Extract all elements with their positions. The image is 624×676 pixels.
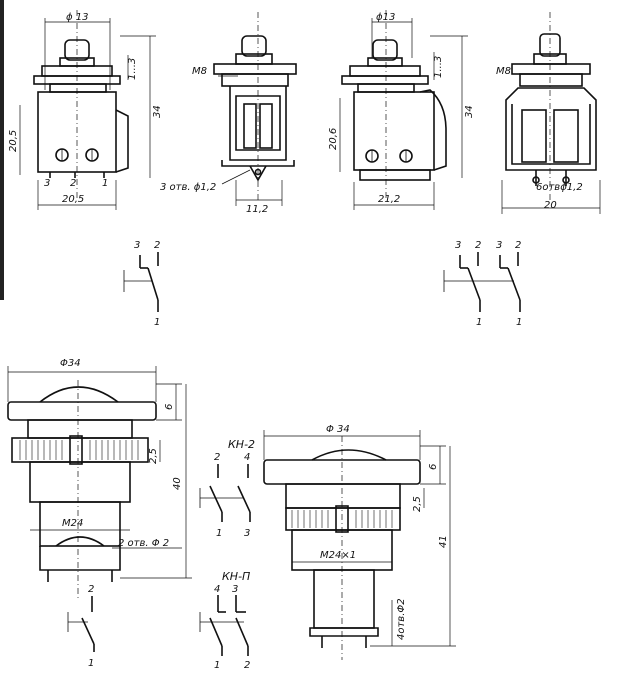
knp-title: КН-П xyxy=(222,570,250,583)
schema-a: 3 2 1 xyxy=(123,240,160,328)
switch-b-diameter: ϕ13 xyxy=(376,12,395,23)
button-big-ring-height: 2,5 xyxy=(148,448,159,464)
schema-b-terminal-3a: 3 xyxy=(455,240,461,251)
kn2-terminal-1: 1 xyxy=(216,528,222,539)
button-big-holes: 2 отв. Φ 2 xyxy=(118,538,169,549)
button-small-holes: 4отв.Φ2 xyxy=(396,598,407,640)
schema-a-terminal-1: 1 xyxy=(154,317,160,328)
button-small-height: 41 xyxy=(438,535,449,548)
button-small-diameter: Φ 34 xyxy=(326,424,350,435)
button-small-thread: M24×1 xyxy=(320,550,356,561)
switch-a-width: 20,5 xyxy=(62,194,84,205)
schema-knp: КН-П 4 3 1 2 xyxy=(199,570,250,671)
switch-b-side-width: 20 xyxy=(544,200,557,211)
switch-a-terminal-3: 3 xyxy=(44,178,50,189)
switch-b-body-height: 20,6 xyxy=(328,128,339,150)
switch-b-width: 21,2 xyxy=(378,194,400,205)
switch-a-front: ϕ 13 1...3 34 20,5 20,5 3 2 1 xyxy=(8,10,163,210)
switch-a-side: M8 3 отв. ϕ1,2 11,2 xyxy=(160,12,297,215)
switch-b-side-thread: M8 xyxy=(496,66,511,77)
switch-a-terminal-2: 2 xyxy=(70,178,76,189)
switch-a-side-holes: 3 отв. ϕ1,2 xyxy=(160,182,216,193)
knp-terminal-2: 2 xyxy=(244,660,250,671)
button-big-height: 40 xyxy=(172,477,183,490)
schema-b-terminal-3b: 3 xyxy=(496,240,502,251)
button-small-ring-height: 2,5 xyxy=(412,496,423,512)
kn2-title: КН-2 xyxy=(228,438,255,451)
switch-b-height: 34 xyxy=(464,105,475,118)
schema-kn2: КН-2 2 4 1 3 xyxy=(199,438,255,539)
button-big: Φ34 6 2,5 40 M24 2 отв. Φ 2 xyxy=(7,358,192,600)
kn2-terminal-2: 2 xyxy=(214,452,220,463)
schema-b-terminal-2a: 2 xyxy=(475,240,481,251)
schema-b: 3 2 3 2 1 1 xyxy=(443,240,522,328)
switch-a-body-height: 20,5 xyxy=(8,130,19,152)
button-big-diameter: Φ34 xyxy=(60,358,81,369)
knp-terminal-1: 1 xyxy=(214,660,220,671)
switch-b-front: ϕ13 1...3 34 20,6 21,2 xyxy=(328,10,475,210)
switch-b-side: M8 6отвϕ1,2 20 xyxy=(496,12,601,214)
schema-c-terminal-1: 1 xyxy=(88,658,94,669)
schema-b-terminal-1b: 1 xyxy=(516,317,522,328)
switch-a-side-width: 11,2 xyxy=(246,204,268,215)
schema-b-terminal-1a: 1 xyxy=(476,317,482,328)
schema-c: 2 1 xyxy=(67,584,95,669)
button-big-cap-height: 6 xyxy=(164,404,175,410)
schema-b-terminal-2b: 2 xyxy=(515,240,521,251)
button-small-cap-height: 6 xyxy=(428,464,439,470)
knp-terminal-4: 4 xyxy=(214,584,220,595)
switch-a-height: 34 xyxy=(152,105,163,118)
switch-b-travel: 1...3 xyxy=(433,56,444,78)
switch-a-terminal-1: 1 xyxy=(102,178,108,189)
schema-c-terminal-2: 2 xyxy=(88,584,94,595)
button-small: Φ 34 6 2,5 41 M24×1 4отв.Φ2 xyxy=(263,424,456,660)
switch-a-travel: 1...3 xyxy=(127,58,138,80)
switch-a-side-thread: M8 xyxy=(192,66,207,77)
switch-b-side-holes: 6отвϕ1,2 xyxy=(536,182,583,193)
button-big-thread: M24 xyxy=(62,518,83,529)
switch-a-diameter: ϕ 13 xyxy=(66,12,89,23)
sheet-edge-shadow xyxy=(0,0,4,300)
schema-a-terminal-3: 3 xyxy=(134,240,140,251)
schema-a-terminal-2: 2 xyxy=(154,240,160,251)
knp-terminal-3: 3 xyxy=(232,584,238,595)
kn2-terminal-4: 4 xyxy=(244,452,250,463)
kn2-terminal-3: 3 xyxy=(244,528,250,539)
